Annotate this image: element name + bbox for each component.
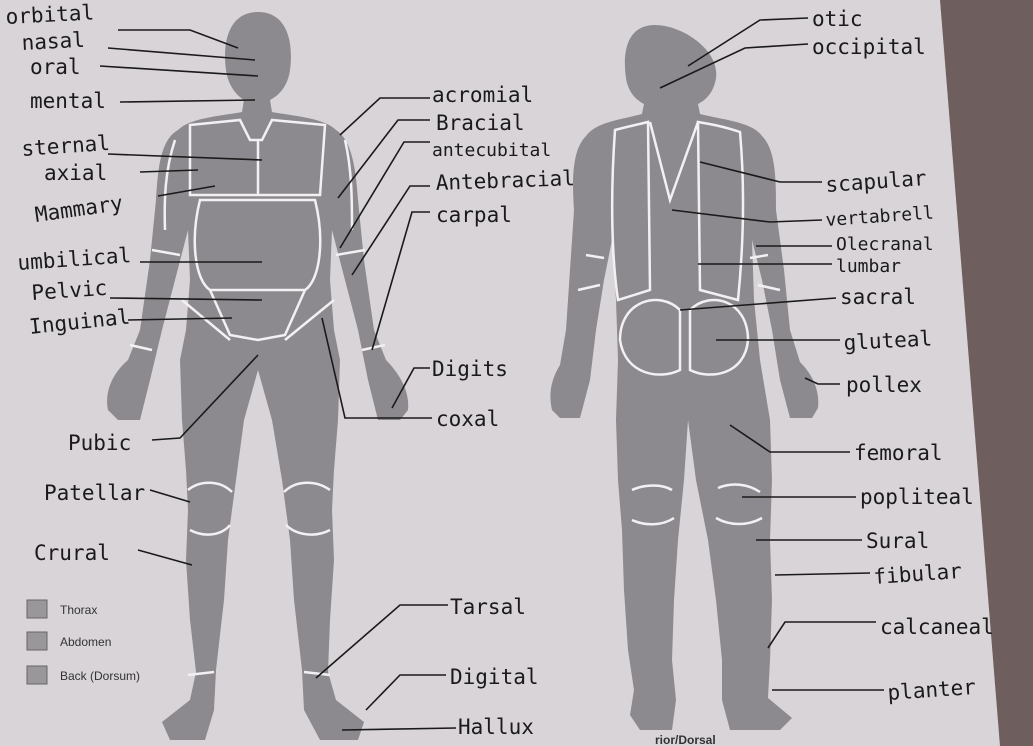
label-lumbar: lumbar — [836, 256, 901, 277]
label-oral: oral — [30, 55, 81, 79]
anterior-figure — [107, 12, 408, 740]
label-inguinal: Inguinal — [28, 305, 131, 339]
label-patellar: Patellar — [44, 481, 145, 505]
label-mental: mental — [30, 89, 106, 113]
label-fibular: fibular — [873, 559, 963, 589]
label-sacral: sacral — [840, 285, 916, 309]
label-mammary: Mammary — [33, 191, 124, 227]
posterior-figure — [550, 25, 818, 730]
label-pollex: pollex — [846, 373, 922, 397]
label-scapular: scapular — [825, 166, 928, 197]
label-pubic: Pubic — [68, 431, 131, 455]
label-occipital: occipital — [812, 35, 926, 59]
label-sternal: sternal — [21, 131, 111, 161]
label-crural: Crural — [34, 541, 110, 565]
legend-label-back: Back (Dorsum) — [60, 669, 140, 683]
legend-swatch-back — [27, 666, 47, 684]
label-orbital: orbital — [5, 0, 95, 29]
label-coxal: coxal — [436, 407, 499, 431]
legend-label-abdomen: Abdomen — [60, 635, 111, 649]
label-acromial: acromial — [432, 83, 533, 107]
label-tarsal: Tarsal — [450, 595, 526, 619]
label-pelvic: Pelvic — [31, 276, 108, 305]
legend-label-thorax: Thorax — [60, 603, 97, 617]
label-carpal: carpal — [436, 203, 512, 227]
label-digits: Digits — [432, 357, 508, 381]
label-digital: Digital — [450, 665, 539, 689]
label-nasal: nasal — [21, 28, 85, 55]
label-plantar: planter — [887, 675, 977, 705]
label-femoral: femoral — [854, 441, 943, 465]
label-sural: Sural — [866, 529, 929, 553]
label-hallux: Hallux — [458, 715, 534, 739]
label-umbilical: umbilical — [17, 243, 132, 275]
label-olecranal: Olecranal — [836, 234, 934, 255]
label-antebrachial: Antebracial — [435, 166, 575, 195]
label-calcaneal: calcaneal — [880, 615, 994, 639]
label-otic: otic — [812, 7, 863, 31]
caption-fragment: rior/Dorsal — [655, 733, 716, 746]
label-popliteal: popliteal — [860, 485, 974, 509]
legend-swatch-abdomen — [27, 632, 47, 650]
legend-swatch-thorax — [27, 600, 47, 618]
label-antecubital: antecubital — [432, 140, 551, 161]
labels: orbital nasal oral mental sternal axial … — [5, 0, 994, 739]
label-brachial: Bracial — [436, 111, 525, 135]
label-vertebral: vertabrell — [825, 202, 935, 231]
legend: Thorax Abdomen Back (Dorsum) — [27, 600, 140, 684]
label-gluteal: gluteal — [843, 326, 933, 355]
label-axial: axial — [44, 161, 107, 185]
